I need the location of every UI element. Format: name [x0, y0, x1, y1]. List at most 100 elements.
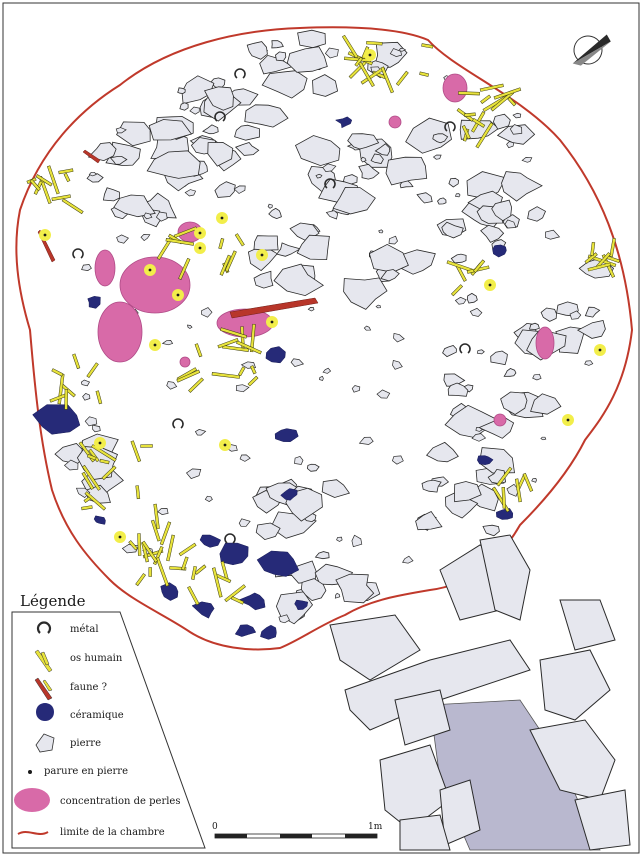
legend-label-stone: pierre — [70, 738, 101, 749]
stone — [545, 229, 561, 240]
stone — [315, 173, 323, 179]
legend-label-ornament: parure en pierre — [44, 766, 128, 777]
human-bone — [64, 389, 69, 410]
stone — [351, 385, 361, 393]
human-bone — [230, 596, 245, 605]
stone — [255, 522, 281, 541]
legend-symbols — [14, 621, 55, 835]
stone — [576, 320, 606, 339]
human-bone — [191, 565, 197, 580]
stone — [146, 150, 201, 179]
stone — [437, 197, 447, 205]
stone — [234, 124, 260, 141]
stone — [88, 171, 97, 177]
stone — [261, 70, 308, 99]
stone — [177, 87, 186, 94]
ceramic-fragment — [274, 428, 299, 442]
stone — [116, 121, 151, 147]
stone — [204, 495, 213, 503]
stone — [421, 479, 442, 493]
human-bone — [51, 194, 71, 201]
stone — [441, 221, 464, 239]
stone — [113, 194, 156, 218]
human-bone — [249, 323, 256, 353]
human-bone — [128, 540, 138, 551]
numbered-find-mark — [220, 216, 224, 220]
stone — [286, 46, 328, 73]
stone — [294, 455, 304, 465]
stone — [569, 310, 582, 320]
legend-title: Légende — [20, 592, 86, 610]
human-bone — [224, 250, 237, 272]
human-bone — [590, 241, 596, 256]
stone — [480, 224, 505, 243]
human-bone — [29, 178, 41, 192]
stone — [347, 133, 380, 150]
stone — [392, 359, 403, 370]
human-bone — [165, 238, 195, 246]
legend-label-metal: métal — [70, 624, 99, 635]
stone — [455, 193, 461, 198]
human-bone — [475, 122, 494, 149]
stone — [492, 113, 511, 130]
legend-limit-symbol — [17, 831, 49, 835]
legend-stone-symbol — [35, 733, 55, 753]
human-bone — [609, 237, 616, 257]
numbered-find-mark — [270, 320, 274, 324]
stone — [360, 156, 367, 163]
human-bone — [153, 503, 160, 530]
human-bone — [181, 556, 189, 571]
stone — [194, 429, 207, 436]
legend-bead-symbol — [14, 788, 50, 812]
human-bone — [360, 66, 386, 85]
ceramic-fragment — [237, 592, 266, 611]
numbered-find-mark — [148, 268, 152, 272]
human-bone — [472, 117, 486, 128]
human-bone — [219, 254, 232, 276]
numbered-finds — [39, 49, 606, 543]
stone — [389, 48, 403, 57]
stone — [466, 292, 478, 304]
legend-bone-symbol — [34, 649, 53, 673]
stone — [332, 186, 376, 215]
stone — [157, 508, 169, 515]
stone — [442, 345, 457, 358]
human-bone — [496, 466, 513, 487]
stone — [370, 153, 384, 164]
human-bone — [137, 533, 142, 556]
human-bone — [130, 440, 142, 463]
human-bone — [366, 40, 383, 46]
stone — [336, 536, 343, 542]
stone — [312, 74, 339, 97]
human-bone — [91, 444, 117, 462]
metal-object — [214, 111, 226, 122]
stone — [363, 325, 372, 331]
human-bone — [81, 464, 101, 491]
stone — [307, 307, 315, 312]
stone — [393, 332, 405, 343]
stone — [432, 154, 442, 160]
stone — [321, 479, 351, 498]
stone — [432, 133, 449, 144]
stone — [521, 157, 533, 163]
stone — [92, 424, 101, 433]
human-bone — [176, 369, 201, 383]
stone — [425, 441, 459, 463]
numbered-find-mark — [488, 283, 492, 287]
ceramic-fragment — [191, 601, 215, 619]
human-bone — [380, 66, 394, 94]
stone — [388, 235, 398, 245]
stone — [253, 270, 274, 289]
stone — [276, 242, 302, 257]
human-bone — [35, 174, 53, 187]
stone — [296, 234, 330, 261]
numbered-find-mark — [198, 231, 202, 235]
stone — [143, 212, 153, 220]
ceramic-fragment — [219, 542, 249, 566]
human-bone — [150, 519, 161, 542]
stone — [314, 551, 330, 560]
stone — [343, 277, 388, 310]
human-bone — [95, 390, 103, 405]
human-bones-layer — [26, 34, 621, 606]
stone — [294, 135, 341, 167]
